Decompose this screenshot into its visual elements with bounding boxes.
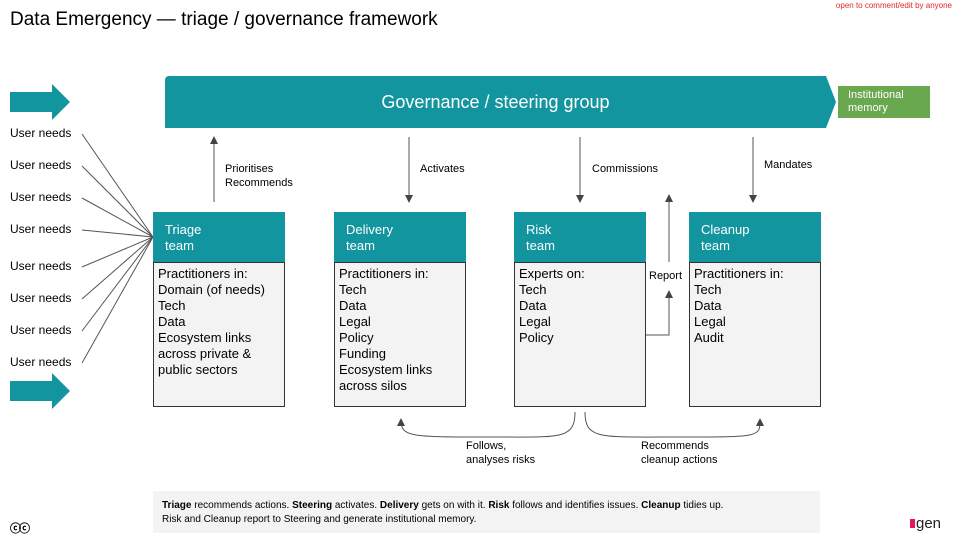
summary-text: follows and identifies issues.	[509, 500, 642, 511]
summary-text: activates.	[332, 500, 380, 511]
gen-logo: gen	[910, 515, 941, 532]
user-needs-label: User needs	[10, 190, 72, 204]
summary-text: tidies up.	[680, 500, 724, 511]
governance-banner: Governance / steering group	[165, 76, 826, 128]
user-needs-label: User needs	[10, 222, 72, 236]
team-header: Risk team	[514, 212, 646, 262]
summary-line2: Risk and Cleanup report to Steering and …	[162, 514, 477, 525]
cleanup-team: Cleanup team Practitioners in: Tech Data…	[689, 212, 821, 407]
logo-text: gen	[916, 515, 942, 532]
user-needs-label: User needs	[10, 291, 72, 305]
prioritises-label: Prioritises Recommends	[225, 163, 293, 189]
team-body: Practitioners in: Domain (of needs) Tech…	[153, 262, 285, 407]
team-header: Triage team	[153, 212, 285, 262]
institutional-memory-box: Institutional memory	[838, 86, 930, 118]
team-body: Experts on: Tech Data Legal Policy	[514, 262, 646, 407]
summary-text: recommends actions.	[191, 500, 293, 511]
commissions-label: Commissions	[592, 163, 659, 175]
input-arrow-top	[10, 84, 70, 120]
recommends-label: Recommends cleanup actions	[641, 440, 718, 466]
risk-team: Risk team Experts on: Tech Data Legal Po…	[514, 212, 646, 407]
summary-bold: Steering	[292, 500, 333, 511]
team-header: Cleanup team	[689, 212, 821, 262]
summary-box: Triage recommends actions. Steering acti…	[153, 491, 820, 533]
mandates-label: Mandates	[764, 159, 813, 171]
summary-bold: Cleanup	[641, 500, 681, 511]
user-needs-label: User needs	[10, 158, 72, 172]
user-needs-label: User needs	[10, 355, 72, 369]
activates-label: Activates	[420, 163, 465, 175]
page-title: Data Emergency — triage / governance fra…	[10, 9, 438, 30]
input-arrow-bottom	[10, 373, 70, 409]
edit-note: open to comment/edit by anyone	[835, 1, 952, 10]
governance-chevron	[826, 76, 836, 128]
team-body: Practitioners in: Tech Data Legal Audit	[689, 262, 821, 407]
cc-license-icon: ⓒⓒ	[10, 523, 30, 535]
team-header: Delivery team	[334, 212, 466, 262]
team-body: Practitioners in: Tech Data Legal Policy…	[334, 262, 466, 407]
delivery-team: Delivery team Practitioners in: Tech Dat…	[334, 212, 466, 407]
summary-bold: Risk	[488, 500, 510, 511]
user-needs-label: User needs	[10, 323, 72, 337]
triage-team: Triage team Practitioners in: Domain (of…	[153, 212, 285, 407]
summary-bold: Triage	[162, 500, 192, 511]
user-needs-label: User needs	[10, 259, 72, 273]
summary-bold: Delivery	[379, 500, 419, 511]
report-label: Report	[649, 270, 683, 282]
summary-text: gets on with it.	[418, 500, 489, 511]
user-needs-label: User needs	[10, 126, 72, 140]
follows-label: Follows, analyses risks	[466, 440, 536, 466]
